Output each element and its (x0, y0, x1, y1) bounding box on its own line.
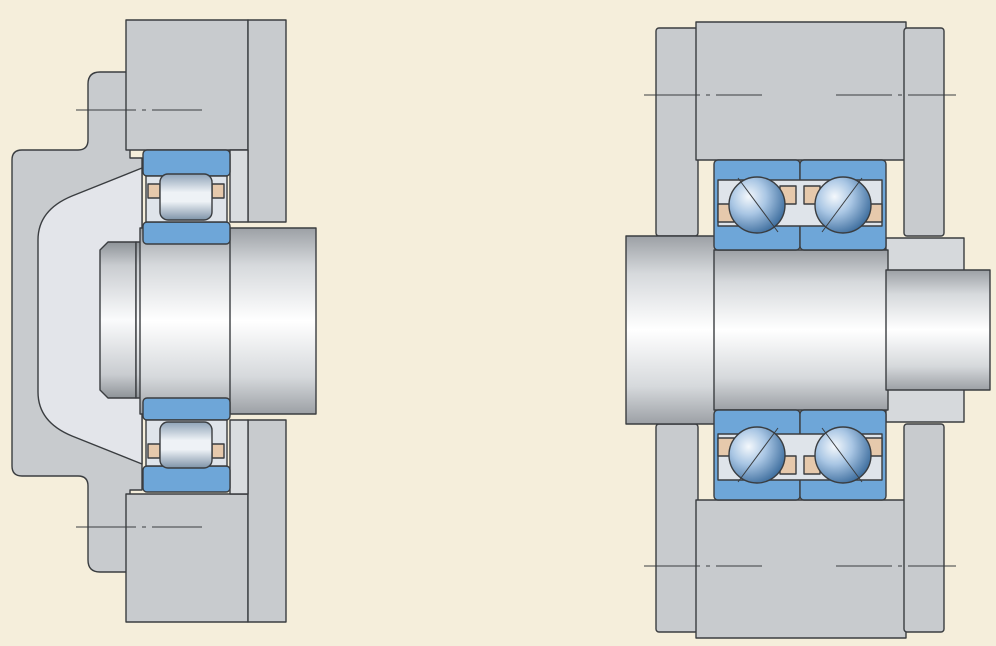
contact-line-lower-left (737, 427, 779, 483)
shaft-left (625, 235, 717, 425)
shaft-bearing-seat (713, 249, 889, 411)
housing-right-cap-lower (903, 423, 945, 633)
cage-right-upper (211, 183, 225, 199)
housing-center-lower (695, 499, 907, 639)
housing-left-cap-lower (655, 423, 699, 633)
outer-ring-upper (142, 149, 231, 177)
housing-upper-outer (247, 19, 287, 223)
shaft-main (139, 227, 317, 415)
housing-right-cap-upper (903, 27, 945, 237)
ball-lower-left (728, 426, 786, 484)
housing-bore-lower (229, 419, 249, 495)
roller-lower (159, 421, 213, 469)
inner-ring-upper (142, 221, 231, 245)
housing-lower-inner (125, 493, 249, 623)
housing-upper-inner (125, 19, 249, 151)
cage-right-lower (211, 443, 225, 459)
housing-center-upper (695, 21, 907, 161)
roller-bearing-lower (142, 397, 231, 493)
inner-ring-lower (142, 397, 231, 421)
outer-ring-lower (142, 465, 231, 493)
bolt-centerlines-left (76, 109, 202, 528)
shaft-right (885, 269, 991, 391)
cage-left-lower (147, 443, 161, 459)
contact-line-lower-right (821, 427, 863, 483)
ball-bearings-upper (713, 159, 887, 251)
ball-upper-right (814, 176, 872, 234)
cylindrical-roller-bearing-arrangement (11, 19, 317, 623)
housing-bore-upper (229, 149, 249, 223)
angular-contact-ball-bearing-pair-arrangement (625, 21, 991, 639)
contact-line-upper-right (821, 177, 863, 233)
cage-left-upper (147, 183, 161, 199)
roller-upper (159, 173, 213, 221)
housing-left-cap-upper (655, 27, 699, 237)
bolt-centerlines-right (644, 94, 956, 567)
shaft-stub-end (99, 241, 137, 399)
contact-line-upper-left (737, 177, 779, 233)
ball-bearings-lower (713, 409, 887, 501)
ball-upper-left (728, 176, 786, 234)
housing-lower-outer (247, 419, 287, 623)
ball-lower-right (814, 426, 872, 484)
roller-bearing-upper (142, 149, 231, 245)
